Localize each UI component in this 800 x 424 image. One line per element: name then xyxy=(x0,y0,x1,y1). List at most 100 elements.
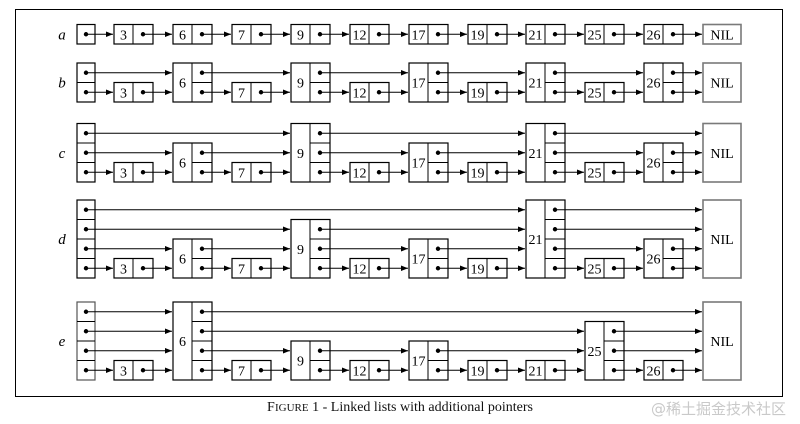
node-key: 6 xyxy=(179,28,186,43)
node-key: 3 xyxy=(120,364,127,379)
node-key: 19 xyxy=(471,28,485,43)
list-node: 19 xyxy=(467,161,508,183)
node-key: 26 xyxy=(647,364,661,379)
list-node: 3 xyxy=(113,257,154,279)
node-key: 7 xyxy=(238,262,245,277)
node-key: 6 xyxy=(179,253,186,268)
node-key: 25 xyxy=(588,345,602,360)
list-node: 9 xyxy=(290,62,331,103)
caption-prefix-small: IGURE xyxy=(275,402,309,414)
list-node: 19 xyxy=(467,359,508,381)
list-node: 21 xyxy=(525,62,566,103)
row-label: c xyxy=(59,146,66,162)
node-key: 6 xyxy=(179,157,186,172)
list-node: 9 xyxy=(290,23,331,45)
linked-list-row-a: a 3 6 7 9 12 17 19 21 25 26 NIL xyxy=(58,23,742,45)
node-key: 3 xyxy=(120,86,127,101)
node-key: 19 xyxy=(471,262,485,277)
node-key: 17 xyxy=(412,28,426,43)
node-key: 3 xyxy=(120,262,127,277)
node-key: 12 xyxy=(353,86,367,101)
node-key: 9 xyxy=(297,147,304,162)
list-node: 21 xyxy=(525,199,566,279)
node-key: 12 xyxy=(353,364,367,379)
node-key: 26 xyxy=(647,28,661,43)
list-node: 19 xyxy=(467,23,508,45)
caption-text: 1 - Linked lists with additional pointer… xyxy=(308,400,533,415)
nil-label: NIL xyxy=(710,77,733,92)
list-node: 12 xyxy=(349,23,390,45)
node-key: 12 xyxy=(353,262,367,277)
node-key: 26 xyxy=(647,253,661,268)
list-node: 9 xyxy=(290,340,331,381)
list-node: 19 xyxy=(467,81,508,103)
node-key: 25 xyxy=(588,166,602,181)
node-key: 25 xyxy=(588,28,602,43)
list-node: 17 xyxy=(408,23,449,45)
node-key: 21 xyxy=(529,364,543,379)
list-node: 26 xyxy=(643,142,684,183)
node-key: 26 xyxy=(647,77,661,92)
list-node: 25 xyxy=(584,81,625,103)
node-key: 7 xyxy=(238,166,245,181)
node-key: 21 xyxy=(529,233,543,248)
list-node: 12 xyxy=(349,161,390,183)
node-key: 7 xyxy=(238,28,245,43)
list-node: 25 xyxy=(584,257,625,279)
list-node: 3 xyxy=(113,23,154,45)
row-label: e xyxy=(59,334,66,350)
node-key: 25 xyxy=(588,86,602,101)
row-label: b xyxy=(58,76,66,92)
node-key: 17 xyxy=(412,77,426,92)
list-node: 7 xyxy=(231,81,272,103)
nil-node xyxy=(702,23,742,45)
node-key: 12 xyxy=(353,28,367,43)
linked-list-row-b: b 3 6 7 9 12 17 19 21 25 26 NIL xyxy=(58,62,742,103)
list-node: 25 xyxy=(584,23,625,45)
node-key: 19 xyxy=(471,166,485,181)
nil-label: NIL xyxy=(710,335,733,350)
node-key: 9 xyxy=(297,28,304,43)
node-key: 3 xyxy=(120,28,127,43)
linked-list-row-e: e 3 6 7 9 12 17 19 21 25 26 NIL xyxy=(59,301,742,381)
list-node: 26 xyxy=(643,62,684,103)
list-node: 26 xyxy=(643,238,684,279)
nil-label: NIL xyxy=(710,233,733,248)
node-key: 17 xyxy=(412,253,426,268)
row-label: d xyxy=(58,232,66,248)
node-key: 17 xyxy=(412,157,426,172)
nil-label: NIL xyxy=(710,147,733,162)
row-label: a xyxy=(58,27,66,43)
list-node: 17 xyxy=(408,62,449,103)
list-node: 6 xyxy=(172,301,213,381)
node-key: 17 xyxy=(412,355,426,370)
node-key: 3 xyxy=(120,166,127,181)
nil-node xyxy=(702,301,742,381)
node-key: 21 xyxy=(529,77,543,92)
linked-list-row-c: c 3 6 7 9 12 17 19 21 25 26 NIL xyxy=(59,122,742,183)
node-key: 7 xyxy=(238,364,245,379)
node-key: 9 xyxy=(297,355,304,370)
list-node: 7 xyxy=(231,257,272,279)
list-node: 17 xyxy=(408,238,449,279)
figure-frame xyxy=(15,9,783,397)
node-key: 9 xyxy=(297,243,304,258)
node-key: 26 xyxy=(647,157,661,172)
node-key: 21 xyxy=(529,147,543,162)
node-key: 19 xyxy=(471,364,485,379)
nil-label: NIL xyxy=(710,28,733,43)
node-key: 7 xyxy=(238,86,245,101)
nil-node xyxy=(702,62,742,103)
node-key: 25 xyxy=(588,262,602,277)
nil-node xyxy=(702,199,742,279)
list-node: 17 xyxy=(408,142,449,183)
node-key: 19 xyxy=(471,86,485,101)
list-node: 6 xyxy=(172,238,213,279)
linked-list-row-d: d 3 6 7 9 12 17 19 21 25 26 NIL xyxy=(58,199,742,279)
list-node: 12 xyxy=(349,257,390,279)
node-key: 6 xyxy=(179,335,186,350)
node-key: 6 xyxy=(179,77,186,92)
node-key: 21 xyxy=(529,28,543,43)
